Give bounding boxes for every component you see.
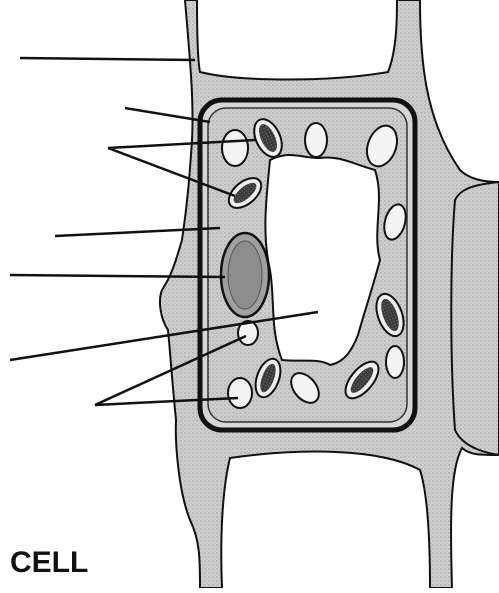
diagram-caption: CELL xyxy=(10,546,88,580)
label-line-cell-wall xyxy=(20,58,195,60)
